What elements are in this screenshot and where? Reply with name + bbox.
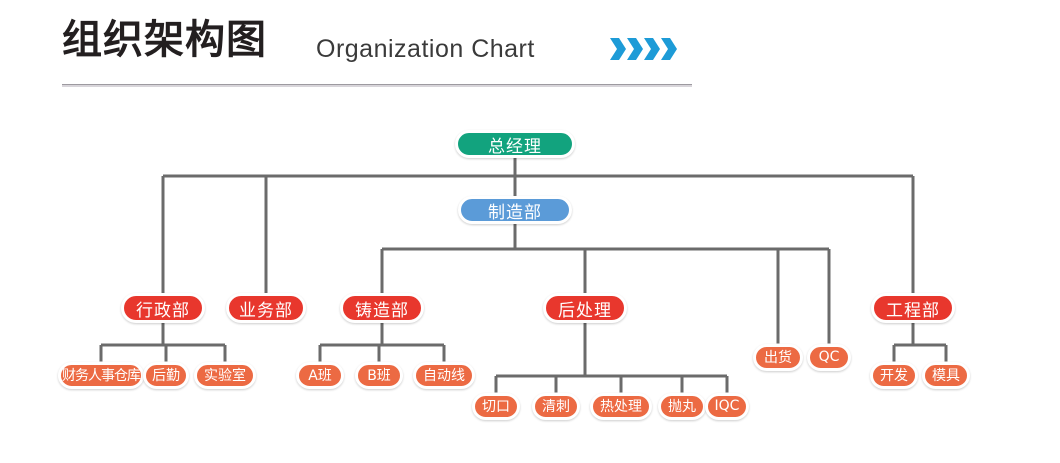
- org-node-heat[interactable]: 热处理: [590, 392, 652, 420]
- double-chevron-right-icon: [610, 32, 682, 66]
- org-node-sales[interactable]: 业务部: [226, 293, 306, 323]
- org-node-gm[interactable]: 总经理: [455, 130, 575, 158]
- org-node-autoline[interactable]: 自动线: [413, 361, 475, 389]
- org-node-postproc[interactable]: 后处理: [543, 293, 627, 323]
- page-title-chinese: 组织架构图: [62, 17, 267, 63]
- org-node-shiftA[interactable]: A班: [296, 361, 344, 389]
- org-node-cut[interactable]: 切口: [472, 392, 520, 420]
- org-node-shotblast[interactable]: 抛丸: [658, 392, 706, 420]
- page-title-english: Organization Chart: [316, 35, 535, 63]
- org-node-eng[interactable]: 工程部: [871, 293, 955, 323]
- org-node-qc[interactable]: QC: [807, 343, 851, 371]
- org-node-casting[interactable]: 铸造部: [340, 293, 424, 323]
- org-node-lab[interactable]: 实验室: [194, 361, 256, 389]
- org-node-admin[interactable]: 行政部: [121, 293, 205, 323]
- org-node-mold[interactable]: 模具: [922, 361, 970, 389]
- org-node-develop[interactable]: 开发: [870, 361, 918, 389]
- header-divider: [62, 84, 692, 87]
- org-node-deburr[interactable]: 清刺: [532, 392, 580, 420]
- org-node-finance[interactable]: 财务人事仓库: [58, 361, 144, 389]
- org-node-shiftB[interactable]: B班: [355, 361, 403, 389]
- org-node-shipping[interactable]: 出货: [753, 343, 803, 371]
- org-node-logistics[interactable]: 后勤: [143, 361, 189, 389]
- org-node-iqc[interactable]: IQC: [705, 392, 749, 420]
- org-node-mfg[interactable]: 制造部: [458, 196, 572, 224]
- chart-header: 组织架构图 Organization Chart: [62, 12, 702, 88]
